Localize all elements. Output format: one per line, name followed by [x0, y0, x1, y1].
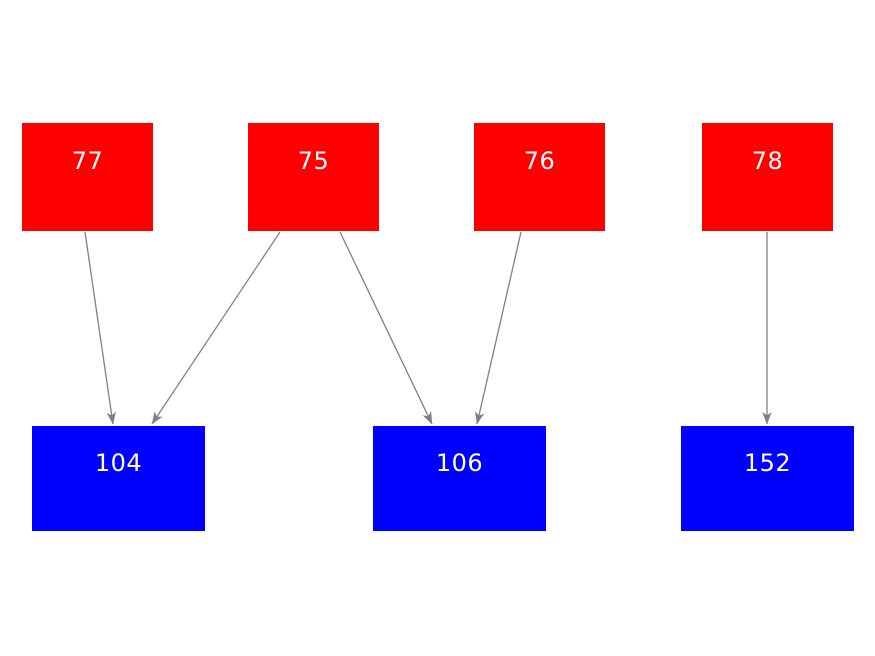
source-node-78[interactable]: 78 — [702, 123, 833, 231]
source-node-77[interactable]: 77 — [22, 123, 153, 231]
edge-75-to-104 — [151, 231, 281, 425]
node-label: 78 — [751, 147, 784, 175]
edge-group — [84, 231, 772, 425]
edge-77-to-104 — [84, 231, 116, 425]
node-label: 76 — [523, 147, 556, 175]
node-label: 75 — [297, 147, 330, 175]
target-node-106[interactable]: 106 — [373, 426, 546, 531]
target-node-104[interactable]: 104 — [32, 426, 205, 531]
edge-75-to-106 — [339, 231, 433, 425]
source-node-76[interactable]: 76 — [474, 123, 605, 231]
node-label: 77 — [71, 147, 104, 175]
node-label: 106 — [435, 448, 484, 477]
node-label: 104 — [94, 448, 143, 477]
target-node-152[interactable]: 152 — [681, 426, 854, 531]
source-node-75[interactable]: 75 — [248, 123, 379, 231]
edge-76-to-106 — [475, 231, 522, 425]
node-label: 152 — [743, 448, 792, 477]
